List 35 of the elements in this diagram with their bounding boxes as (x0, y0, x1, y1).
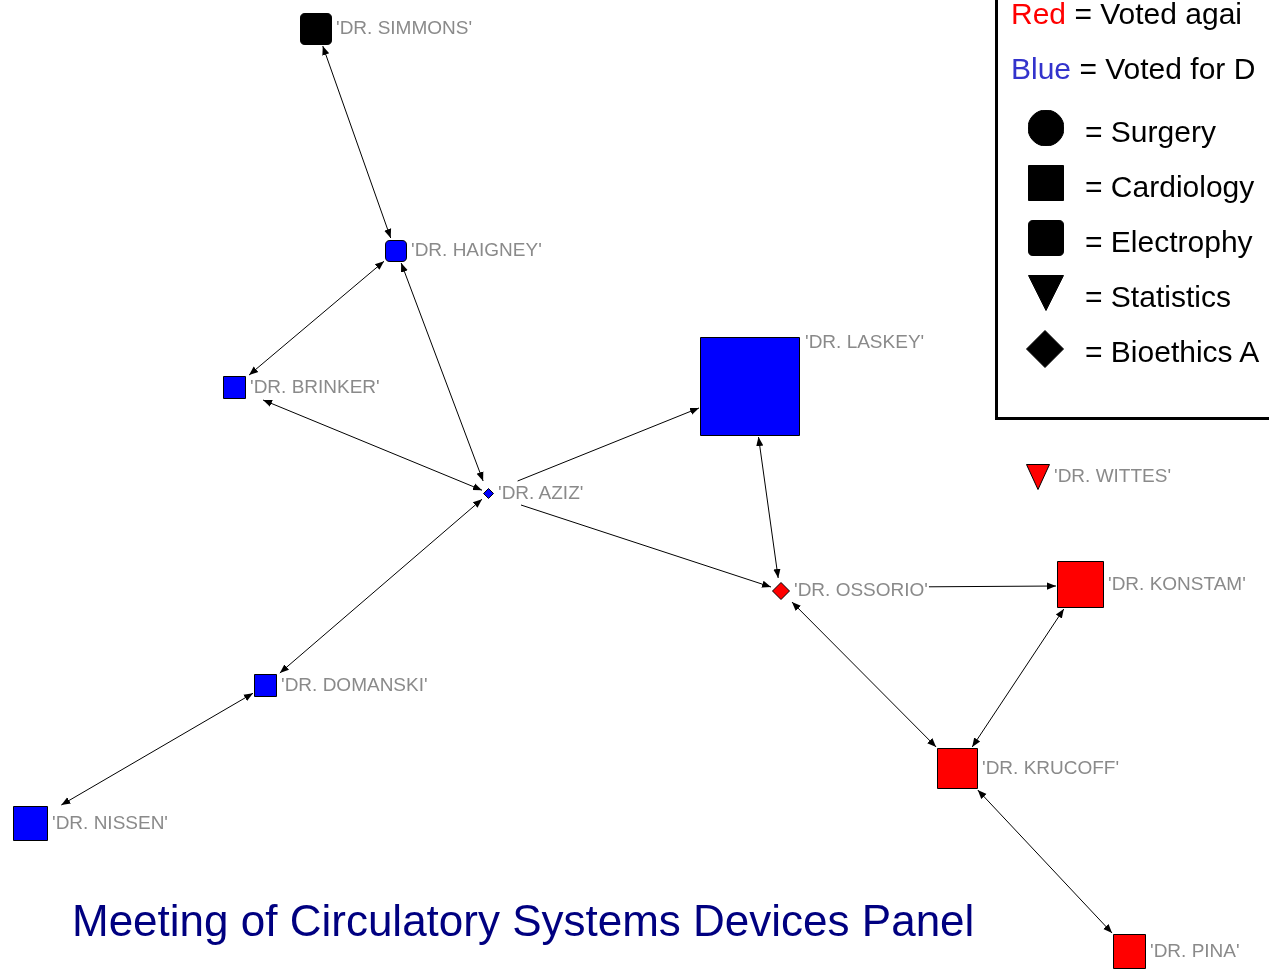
legend-text: = Cardiology (1085, 170, 1255, 204)
node-name: 'DR. LASKEY' (805, 331, 925, 353)
legend-text: = Surgery (1085, 115, 1216, 149)
node-name: 'DR. WITTES' (1054, 465, 1172, 487)
node-name: 'DR. BRINKER' (250, 376, 380, 398)
node-name: 'DR. AZIZ' (498, 482, 584, 504)
arrow (977, 789, 1113, 934)
arrow (248, 260, 385, 376)
arrow (520, 504, 772, 588)
arrow (517, 407, 700, 482)
legend-text: = Electrophy (1085, 225, 1253, 259)
legend-text: = Bioethics A (1085, 335, 1260, 369)
legend-text: = Voted agai (1073, 0, 1243, 31)
arrow (322, 45, 392, 239)
caption: Meeting of Circulatory Systems Devices Panel (72, 896, 975, 946)
node-name: 'DR. HAIGNEY' (411, 239, 542, 261)
arrow (279, 498, 483, 674)
arrow (971, 608, 1065, 748)
node-name: 'DR. PINA' (1150, 940, 1240, 962)
legend-text: = Statistics (1085, 280, 1231, 314)
arrow (928, 582, 1057, 590)
legend-color-word: Red (1011, 0, 1067, 31)
arrow (791, 601, 937, 748)
arrow (262, 399, 483, 491)
node-name: 'DR. KRUCOFF' (982, 757, 1120, 779)
node-name: 'DR. KONSTAM' (1108, 573, 1246, 595)
node-name: 'DR. SIMMONS' (336, 17, 473, 39)
legend-text: = Voted for D (1078, 52, 1256, 86)
node-name: 'DR. OSSORIO' (794, 579, 928, 601)
node-name: 'DR. DOMANSKI' (281, 674, 428, 696)
legend-color-word: Blue (1011, 52, 1072, 86)
node-name: 'DR. NISSEN' (52, 812, 168, 834)
arrow (400, 262, 484, 482)
arrow (756, 436, 781, 579)
arrow (60, 692, 254, 806)
